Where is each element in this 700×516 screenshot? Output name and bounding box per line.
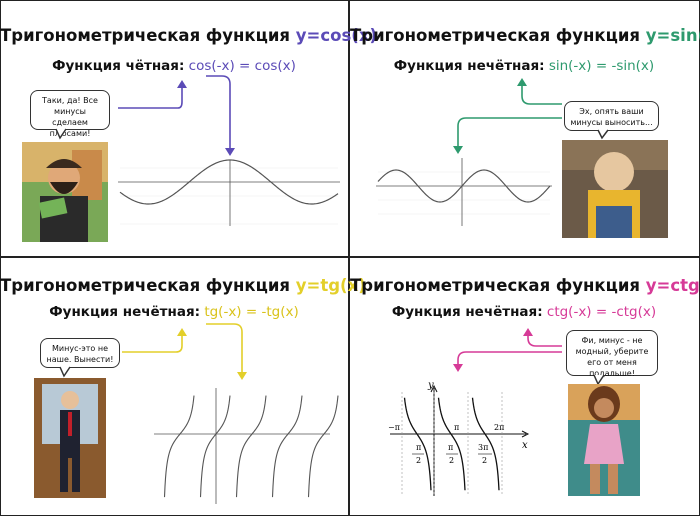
speech-text: Минус-это не наше. Вынести! bbox=[46, 344, 114, 364]
panel-sin: Тригонометрическая функция y=sin(x) Функ… bbox=[350, 0, 700, 256]
y-axis-arrow-icon bbox=[430, 384, 438, 393]
panel-ctg: Тригонометрическая функция y=ctg(x) Функ… bbox=[350, 258, 700, 514]
arrow-head-icon bbox=[517, 78, 527, 86]
tg-curves bbox=[163, 395, 339, 498]
arrow-head-icon bbox=[523, 328, 533, 336]
function-name: y=tg(x) bbox=[295, 276, 366, 295]
speech-bubble: Минус-это не наше. Вынести! bbox=[40, 338, 120, 368]
parity-label: Функция нечётная: bbox=[393, 58, 545, 74]
bubble-tail bbox=[59, 366, 71, 378]
speech-text: Эх, опять ваши минусы выносить... bbox=[570, 107, 653, 127]
parity-label: Функция нечётная: bbox=[391, 304, 543, 320]
tick-label: 2π bbox=[494, 423, 504, 432]
tick-label: π bbox=[448, 443, 453, 452]
arrow-head-icon bbox=[453, 364, 463, 372]
y-axis-label: y bbox=[427, 380, 434, 391]
title-prefix: Тригонометрическая функция bbox=[0, 26, 296, 45]
graph-grid bbox=[378, 171, 550, 215]
arrow-to-graph bbox=[206, 323, 243, 376]
parity-line: Функция нечётная: sin(-x) = -sin(x) bbox=[350, 58, 698, 74]
panel-tg: Тригонометрическая функция y=tg(x) Функц… bbox=[0, 258, 366, 514]
curve-branch bbox=[235, 395, 267, 498]
arrow-to-graph bbox=[457, 117, 562, 150]
arrow-to-graph bbox=[457, 351, 562, 368]
curve-branch bbox=[403, 397, 432, 491]
arrow-to-identity bbox=[521, 82, 562, 105]
identity: cos(-x) = cos(x) bbox=[188, 58, 296, 74]
title-prefix: Тригонометрическая функция bbox=[350, 276, 646, 295]
cos-diagram bbox=[22, 75, 340, 242]
x-axis-label: x bbox=[522, 440, 528, 451]
identity: tg(-x) = -tg(x) bbox=[204, 304, 299, 320]
parity-line: Функция чётная: cos(-x) = cos(x) bbox=[0, 58, 348, 74]
curve-branch bbox=[471, 397, 500, 491]
function-name: y=cos(x) bbox=[295, 26, 378, 45]
curve-branch bbox=[307, 395, 339, 498]
bald-worker-overalls-icon bbox=[562, 140, 668, 238]
ctg-curves bbox=[403, 397, 500, 491]
curve-branch bbox=[437, 397, 466, 491]
arrow-to-identity bbox=[122, 332, 183, 353]
speech-bubble: Фи, минус - не модный, уберите его от ме… bbox=[566, 330, 658, 378]
tick-label: 2 bbox=[482, 456, 487, 465]
panel-title: Тригонометрическая функция y=tg(x) bbox=[0, 276, 366, 295]
parity-line: Функция нечётная: tg(-x) = -tg(x) bbox=[0, 304, 348, 320]
bubble-tail bbox=[593, 374, 605, 386]
vertical-divider bbox=[348, 0, 350, 516]
identity: sin(-x) = -sin(x) bbox=[548, 58, 655, 74]
arrow-head-icon bbox=[177, 328, 187, 336]
curve-branch bbox=[271, 395, 303, 498]
ctg-diagram: y x −π π 2π π 2 π 2 3π 2 bbox=[388, 328, 640, 496]
tick-label: π bbox=[454, 423, 459, 432]
arrow-head-icon bbox=[237, 372, 247, 380]
cos-curve bbox=[119, 159, 339, 205]
asymptotes bbox=[401, 392, 503, 494]
tick-label: 2 bbox=[416, 456, 421, 465]
bubble-tail bbox=[55, 128, 67, 140]
arrow-to-identity bbox=[527, 332, 562, 347]
speech-text: Фи, минус - не модный, уберите его от ме… bbox=[575, 336, 649, 378]
arrow-head-icon bbox=[225, 148, 235, 156]
arrow-to-graph bbox=[206, 75, 231, 152]
ctg-tick-labels: −π π 2π π 2 π 2 3π 2 bbox=[388, 423, 504, 465]
curve-branch bbox=[199, 395, 231, 498]
tick-label: −π bbox=[388, 423, 400, 432]
speech-bubble: Таки, да! Все минусы сделаем плюсами! bbox=[30, 90, 110, 138]
panel-cos: Тригонометрическая функция y=cos(x) Функ… bbox=[0, 0, 377, 256]
tick-label: 2 bbox=[449, 456, 454, 465]
horizontal-divider bbox=[0, 256, 700, 258]
curve-branch bbox=[163, 395, 195, 498]
parity-label: Функция чётная: bbox=[52, 58, 185, 74]
tick-label: 3π bbox=[478, 443, 488, 452]
panel-title: Тригонометрическая функция y=ctg(x) bbox=[350, 276, 700, 295]
sin-curve bbox=[377, 169, 551, 203]
bubble-tail bbox=[597, 129, 609, 140]
arrow-head-icon bbox=[453, 146, 463, 154]
x-axis-arrow-icon bbox=[521, 430, 530, 438]
sin-diagram bbox=[376, 78, 668, 238]
speech-bubble: Эх, опять ваши минусы выносить... bbox=[564, 101, 659, 131]
speech-text: Таки, да! Все минусы сделаем плюсами! bbox=[42, 96, 98, 138]
function-name: y=sin(x) bbox=[645, 26, 700, 45]
function-name: y=ctg(x) bbox=[645, 276, 700, 295]
arrow-head-icon bbox=[177, 80, 187, 88]
man-in-suit-icon bbox=[34, 378, 106, 498]
parity-label: Функция нечётная: bbox=[49, 304, 201, 320]
panel-title: Тригонометрическая функция y=cos(x) bbox=[0, 26, 377, 45]
title-prefix: Тригонометрическая функция bbox=[350, 26, 646, 45]
arrow-to-identity bbox=[118, 84, 183, 109]
man-holding-money-icon bbox=[22, 142, 108, 242]
graph-grid bbox=[120, 167, 338, 225]
identity: ctg(-x) = -ctg(x) bbox=[546, 304, 657, 320]
title-prefix: Тригонометрическая функция bbox=[0, 276, 296, 295]
parity-line: Функция нечётная: ctg(-x) = -ctg(x) bbox=[350, 304, 698, 320]
tg-diagram bbox=[34, 323, 339, 504]
panel-title: Тригонометрическая функция y=sin(x) bbox=[350, 26, 700, 45]
tick-label: π bbox=[416, 443, 421, 452]
fashion-girl-icon bbox=[568, 384, 640, 496]
